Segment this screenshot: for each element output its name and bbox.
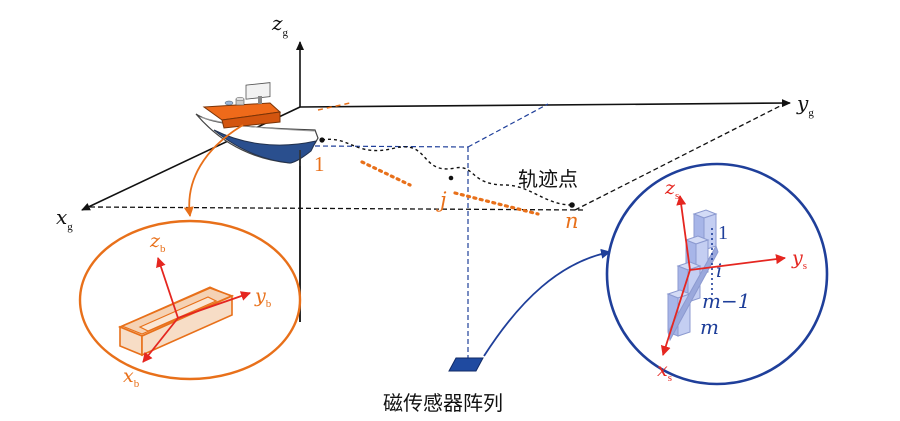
body-y-axis <box>177 291 251 319</box>
sensor-frame-axes <box>660 195 786 356</box>
sensor-index-1: 1 <box>718 222 728 244</box>
y-axis-line <box>299 99 791 108</box>
trajectory-point-n-label: n <box>565 209 579 233</box>
sensor-y-axis <box>689 254 786 271</box>
body-x-label: xb <box>123 365 140 390</box>
body-z-axis <box>156 257 179 319</box>
sensor-stack <box>666 209 719 342</box>
global-axis-labels: zg yg xg <box>56 11 814 233</box>
body-frame-axes <box>142 257 251 363</box>
body-frame-circle <box>78 219 302 381</box>
sensor-index-m: m <box>700 315 719 339</box>
sensor-array-marker <box>448 357 484 372</box>
sensor-y-label: ys <box>791 247 807 272</box>
sensor-x-label: xs <box>657 359 672 384</box>
sensor-callout-arrow <box>483 248 611 357</box>
sensor-index-m-minus-1: m−1 <box>702 289 750 313</box>
ship-heading-dash <box>317 102 351 111</box>
sensor-frame-circle <box>605 162 829 386</box>
trajectory <box>319 137 575 216</box>
sensor-x-axis <box>660 269 691 356</box>
trajectory-end-point <box>569 202 575 208</box>
trajectory-start-point <box>319 137 325 143</box>
body-z-label: zb <box>149 230 166 255</box>
trajectory-projection-a <box>360 160 412 187</box>
y-axis-label: yg <box>796 91 814 119</box>
body-y-label: yb <box>254 285 272 310</box>
sensor-array-label: 磁传感器阵列 <box>383 391 503 415</box>
trajectory-point-j-label: j <box>436 188 447 212</box>
ship-icon <box>195 82 319 166</box>
sensor-z-axis <box>676 195 691 271</box>
sensor-index-i: i <box>716 260 722 282</box>
trajectory-label: 轨迹点 <box>518 167 578 191</box>
x-axis-label: xg <box>56 205 73 233</box>
body-callout-arrow <box>183 124 244 217</box>
trajectory-mid-point <box>448 175 454 181</box>
trajectory-point-1-label: 1 <box>314 152 325 176</box>
body-x-axis <box>142 317 179 363</box>
sensor-z-label: zs <box>664 177 679 202</box>
ground-line-right <box>574 104 783 211</box>
projection-box <box>314 103 549 358</box>
ground-line-front <box>89 206 586 211</box>
trajectory-projection-b <box>453 191 540 216</box>
z-axis-label: zg <box>271 11 289 39</box>
